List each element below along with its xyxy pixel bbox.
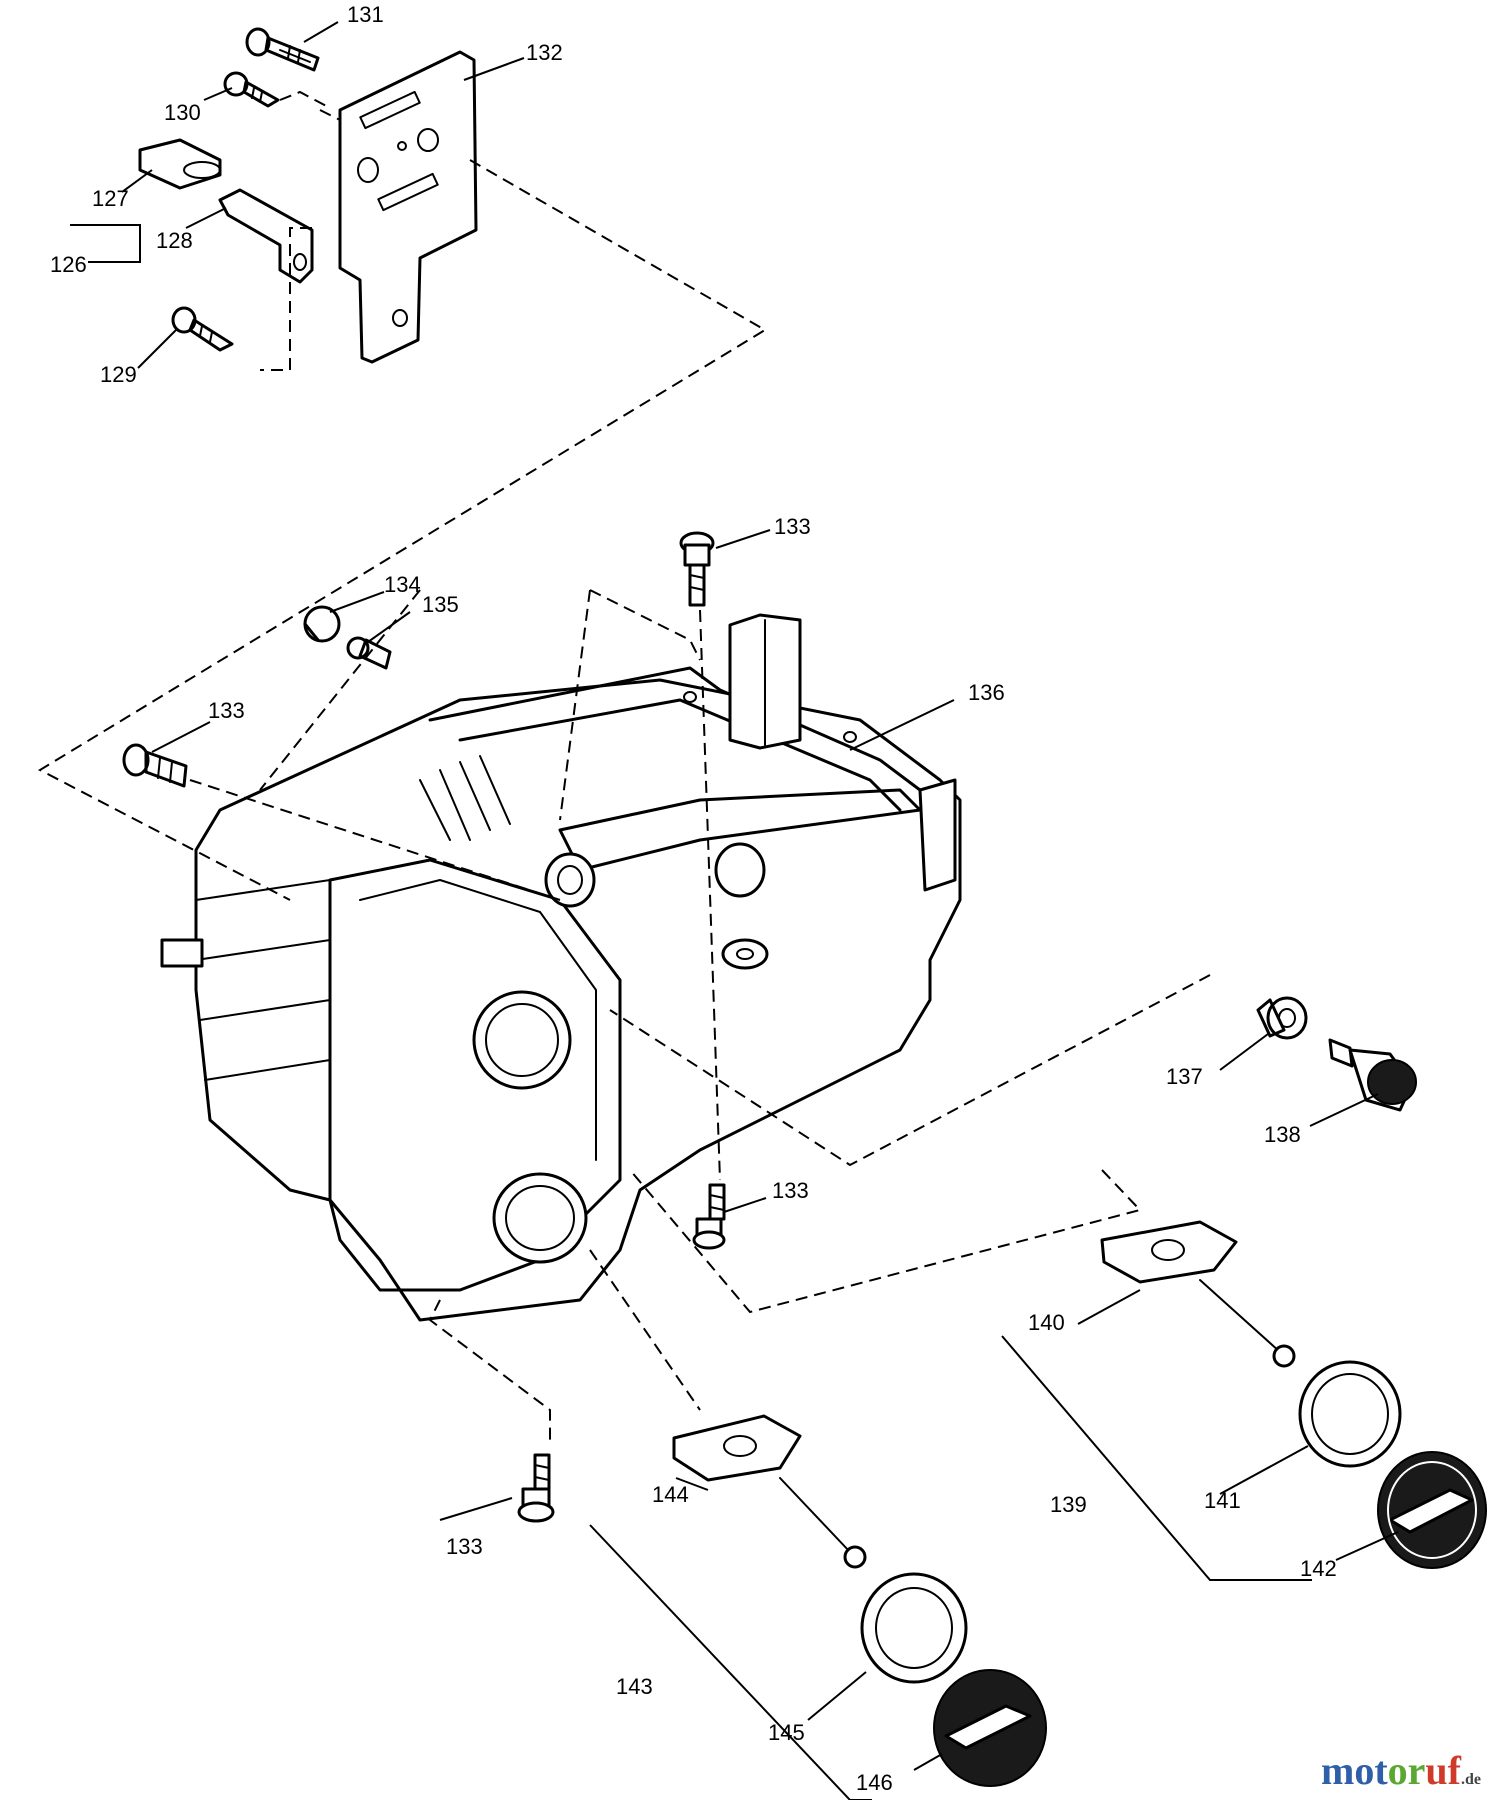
callout-127: 127	[92, 186, 129, 211]
callout-144: 144	[652, 1482, 689, 1507]
grommet-137	[1256, 996, 1308, 1040]
callout-137: 137	[1166, 1064, 1203, 1089]
callout-135: 135	[422, 592, 459, 617]
watermark-part3: uf	[1425, 1748, 1461, 1793]
seal-141	[1298, 1360, 1402, 1468]
motoruf-watermark: motoruf.de	[1321, 1747, 1481, 1794]
bolt-133-left	[122, 743, 188, 788]
watermark-tld: .de	[1461, 1771, 1481, 1788]
callout-130: 130	[164, 100, 201, 125]
strainer-144	[672, 1414, 867, 1569]
callout-146: 146	[856, 1770, 893, 1795]
screw-130	[223, 71, 280, 108]
bolt-131	[245, 27, 320, 72]
callout-126: 126	[50, 252, 87, 277]
pad-134	[303, 605, 341, 643]
callout-141: 141	[1204, 1488, 1241, 1513]
callout-142: 142	[1300, 1556, 1337, 1581]
callout-132: 132	[526, 40, 563, 65]
callout-128: 128	[156, 228, 193, 253]
watermark-part2: or	[1387, 1748, 1426, 1793]
callout-143: 143	[616, 1674, 653, 1699]
pin-135	[346, 636, 392, 670]
callout-134: 134	[384, 572, 421, 597]
callout-133-bottom: 133	[446, 1534, 483, 1559]
cap-146	[933, 1669, 1047, 1787]
callout-138: 138	[1264, 1122, 1301, 1147]
housing-136	[160, 613, 962, 1322]
plate-132	[338, 50, 478, 364]
callout-133-top: 133	[774, 514, 811, 539]
callout-129: 129	[100, 362, 137, 387]
bolt-133-mid	[692, 1183, 726, 1250]
callout-133-mid: 133	[772, 1178, 809, 1203]
assembly-lines	[37, 90, 1211, 1440]
bolt-133-bottom	[517, 1453, 555, 1523]
callout-131: 131	[347, 2, 384, 27]
leader-lines	[70, 21, 1399, 1800]
callout-139: 139	[1050, 1492, 1087, 1517]
cap-142	[1377, 1451, 1487, 1569]
bolt-133-top	[679, 531, 715, 607]
watermark-part1: mot	[1321, 1748, 1388, 1793]
plug-138	[1328, 1038, 1417, 1112]
strainer-140	[1100, 1220, 1296, 1368]
seal-145	[860, 1572, 968, 1684]
callout-numbers: 131 132 130 127 128 126 129 133 134 135 …	[50, 2, 1337, 1795]
callout-140: 140	[1028, 1310, 1065, 1335]
bracket-128	[218, 188, 314, 284]
screw-129	[171, 306, 234, 352]
callout-133-left: 133	[208, 698, 245, 723]
sleeve-127	[138, 138, 222, 190]
callout-136: 136	[968, 680, 1005, 705]
callout-145: 145	[768, 1720, 805, 1745]
